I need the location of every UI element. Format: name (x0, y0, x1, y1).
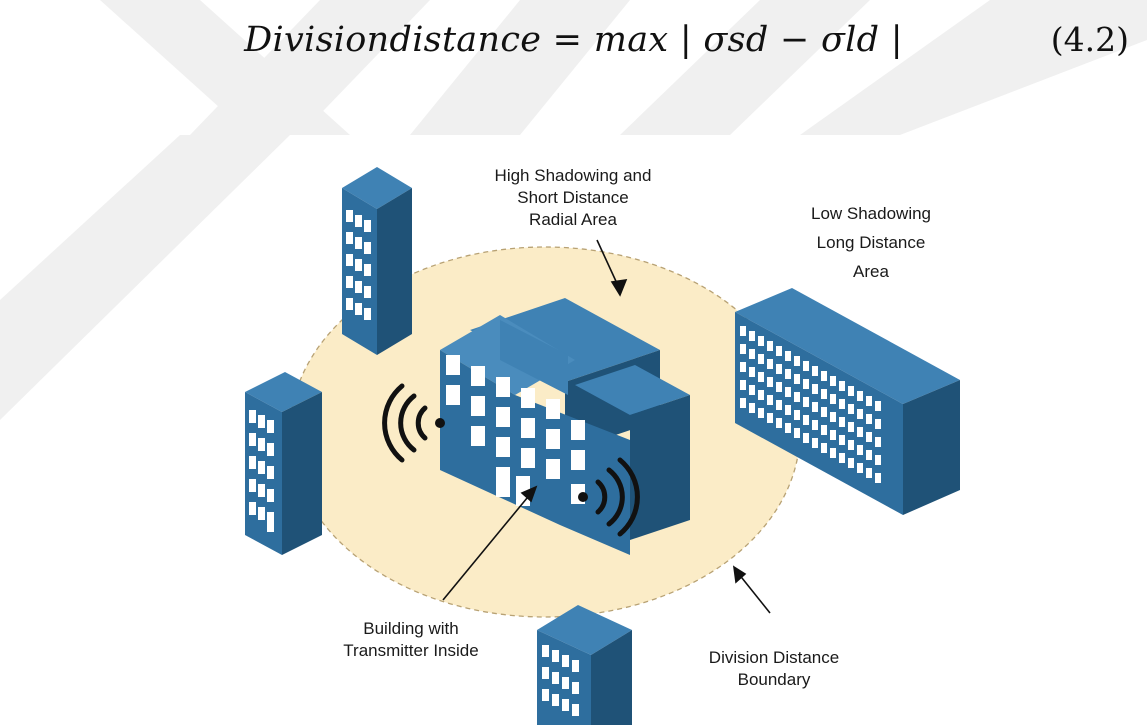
building-icon (245, 372, 322, 555)
wifi-signal-icon (578, 457, 640, 537)
equation-lhs: Divisiondistance (244, 20, 542, 60)
watermark-stripes (0, 0, 1147, 420)
equation-number: (4.2) (1050, 20, 1129, 59)
equation-rhs: = max | σsd − σld | (552, 20, 903, 60)
arrow-icon (732, 565, 771, 614)
arrow-icon (596, 239, 628, 297)
building-icon (537, 605, 632, 725)
wifi-signal-icon (382, 383, 445, 463)
arrow-icon (442, 485, 538, 601)
building-icon (342, 167, 412, 355)
equation: Divisiondistance = max | σsd − σld | (0, 20, 1147, 60)
building-icon (440, 298, 690, 555)
building-icon (735, 288, 960, 515)
equation-row: Divisiondistance = max | σsd − σld | (4.… (0, 12, 1147, 82)
